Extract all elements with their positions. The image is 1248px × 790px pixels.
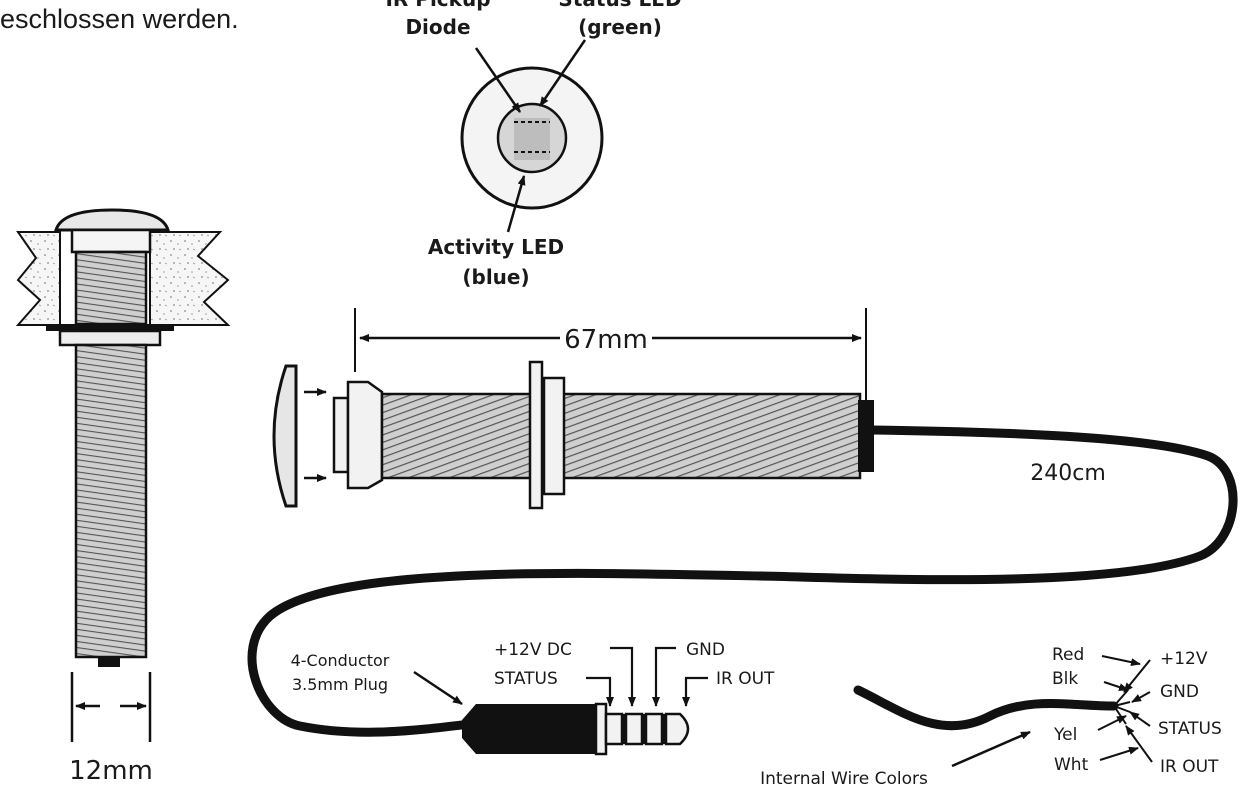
ir-pickup-label: IR Pickup <box>385 0 490 11</box>
sensor-side-view <box>247 308 1238 737</box>
length-label: 67mm <box>564 325 648 355</box>
signal-12v: +12V <box>1160 649 1208 669</box>
pin-ir-label: IR OUT <box>716 669 775 689</box>
activity-led-label: Activity LED <box>428 235 564 259</box>
pin-12v-label: +12V DC <box>494 640 572 660</box>
ir-pickup-label-2: Diode <box>405 15 470 39</box>
diameter-label: 12mm <box>69 756 153 786</box>
plug-label-2: 3.5mm Plug <box>292 675 388 694</box>
cable-length-label: 240cm <box>1030 461 1106 486</box>
internal-wires <box>853 655 1153 768</box>
status-led-label: Status LED <box>558 0 681 11</box>
signal-status: STATUS <box>1158 719 1222 739</box>
signal-gnd: GND <box>1160 682 1199 702</box>
mounted-sensor-side <box>15 208 231 742</box>
wire-color-yel: Yel <box>1053 725 1077 745</box>
signal-ir-out: IR OUT <box>1160 757 1219 777</box>
status-led-label-2: (green) <box>578 15 662 39</box>
plug-label: 4-Conductor <box>291 651 390 670</box>
pin-status-label: STATUS <box>494 669 558 689</box>
activity-led-label-2: (blue) <box>462 265 529 289</box>
wire-colors-caption: Internal Wire Colors <box>760 769 928 789</box>
plug-3-5mm <box>413 646 708 756</box>
wire-color-blk: Blk <box>1052 669 1078 689</box>
wire-color-wht: Wht <box>1054 755 1089 775</box>
sensor-face <box>460 39 604 233</box>
header-text: eschlossen werden. <box>0 4 239 34</box>
pin-gnd-label: GND <box>686 640 725 660</box>
wire-color-red: Red <box>1052 645 1084 665</box>
